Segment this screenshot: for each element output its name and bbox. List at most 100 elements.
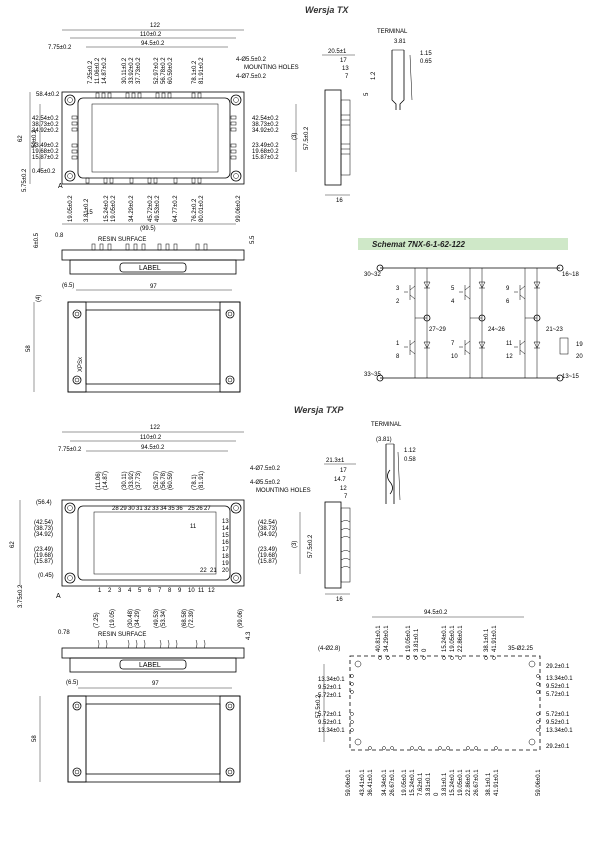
- pcb-right-dim-0: 29.2±0.1: [546, 664, 570, 670]
- txp-pin-top-2: 30: [128, 506, 135, 512]
- tx-side-dim-2: 13: [342, 66, 349, 72]
- txp-pin-right-0: 13: [222, 519, 229, 525]
- tx-bottom-pin-3: 34.29±0.2: [129, 195, 135, 222]
- sch-label-16: 5: [451, 286, 455, 292]
- txp-top-pin-8: (78.1): [192, 474, 198, 490]
- tx-bottom-top: (4): [36, 295, 42, 302]
- txp-pin-bottom-11: 12: [208, 588, 215, 594]
- txp-bottom-pin-0: (7.25): [94, 612, 100, 628]
- txp-pin-bottom-0: 1: [98, 588, 102, 594]
- tx-right-dim-4: 19.68±0.2: [252, 149, 279, 155]
- txp-bottom-pin-8: (99.06): [238, 609, 244, 628]
- pcb-left-dim-4: 9.52±0.1: [318, 720, 342, 726]
- sch-label-15: 3: [396, 286, 400, 292]
- txp-front-dim-1: 4.3: [246, 631, 252, 640]
- pcb-left-dim-3: 5.72±0.1: [318, 712, 342, 718]
- tx-front-resin: RESIN SURFACE: [98, 237, 146, 243]
- pcb-bottom-dim-15: 38.1±0.1: [486, 772, 492, 796]
- tx-front-label: LABEL: [139, 265, 161, 272]
- tx-left-dim-6: 15.87±0.2: [32, 155, 59, 161]
- txp-pin-bottom-5: 6: [148, 588, 152, 594]
- txp-hole-mount-label: MOUNTING HOLES: [256, 488, 311, 494]
- tx-height: 62: [18, 135, 24, 142]
- pcb-left-dim-1: 9.52±0.1: [318, 685, 342, 691]
- txp-bottom-pin-4: (49.53): [154, 609, 160, 628]
- txp-bottom-pin-1: (19.05): [110, 609, 116, 628]
- tx-pitch-width: 94.5±0.2: [141, 41, 165, 47]
- txp-bottom-pin-7: (72.39): [189, 609, 195, 628]
- tx-overall-width: 122: [150, 23, 161, 29]
- sch-label-1: 16~18: [562, 272, 580, 278]
- txp-top-view: 122 110±0.2 94.5±0.2 7.75±0.2 4-Ø7.5±0.2…: [10, 425, 314, 628]
- pcb-top-dim-1: 34.29±0.1: [384, 625, 390, 652]
- tx-right-dim-3: 23.49±0.2: [252, 143, 279, 149]
- txp-right-dim-0: (42.54): [258, 520, 277, 526]
- txp-height: 62: [10, 541, 16, 548]
- txp-top-pin-9: (81.91): [199, 471, 205, 490]
- tx-top-pin-9: 78.1±0.2: [192, 60, 198, 84]
- txp-pin-top-8: 36: [176, 506, 183, 512]
- txp-top-pin-4: (37.73): [136, 471, 142, 490]
- txp-bottom-width: 97: [152, 681, 159, 687]
- pcb-right-dim-1: 13.34±0.1: [546, 676, 573, 682]
- txp-pin-bottom-7: 8: [168, 588, 172, 594]
- pcb-left-dim-2: 5.72±0.1: [318, 693, 342, 699]
- txp-front-view: 0.78 4.3 RESIN SURFACE LABEL: [58, 630, 252, 673]
- txp-overall-width: 122: [150, 425, 161, 431]
- txp-bottom-pin-3: (34.29): [135, 609, 141, 628]
- tx-side-dim-0: 20.5±1: [328, 49, 347, 55]
- txp-pin-top-11: 27: [204, 506, 211, 512]
- txp-side-dim-5: 16: [336, 597, 343, 603]
- sch-label-5: 33~35: [364, 372, 382, 378]
- pcb-bottom-dim-11: 15.24±0.1: [450, 769, 456, 796]
- txp-pin-right-5: 18: [222, 554, 229, 560]
- txp-right-dim-3: (23.49): [258, 547, 277, 553]
- terminal-txp-label: TERMINAL: [371, 422, 402, 428]
- txp-hole-big: 4-Ø7.5±0.2: [250, 466, 281, 472]
- pcb-bottom-dim-7: 7.62±0.1: [418, 772, 424, 796]
- tx-inner-height: 50±0.2: [32, 129, 38, 148]
- txp-label-a: A: [56, 593, 61, 600]
- tx-left-dim-1: 42.54±0.2: [32, 116, 59, 122]
- txp-pin-top-6: 34: [160, 506, 167, 512]
- tx-front-dim-1: 0.8: [55, 233, 64, 239]
- txp-left-dim-5: (19.68): [34, 553, 53, 559]
- tx-front-view: 0.8 6±0.5 5.5 RESIN SURFACE LABEL: [34, 232, 256, 275]
- sch-label-19: 11: [506, 341, 513, 347]
- tx-hole-big: 4-Ø7.5±0.2: [236, 74, 267, 80]
- sch-label-4: 21~23: [546, 327, 564, 333]
- tx-side-dim-4: 16: [336, 198, 343, 204]
- pcb-top-dim-4: 0: [422, 648, 428, 652]
- pcb-top-dim-9: 41.91±0.1: [492, 625, 498, 652]
- terminal-tx-label: TERMINAL: [377, 29, 408, 35]
- txp-left-dim-0: (56.4): [36, 500, 52, 506]
- tx-bottom-pin-2: 19.05±0.2: [111, 195, 117, 222]
- txp-left-offset: 7.75±0.2: [58, 447, 82, 453]
- pcb-bottom-dim-8: 3.81±0.1: [426, 772, 432, 796]
- pcb-right-dim-5: 9.52±0.1: [546, 720, 570, 726]
- txp-pin-right-2: 15: [222, 533, 229, 539]
- txp-pin-right-3: 16: [222, 540, 229, 546]
- txp-side-dim-4: 7: [344, 494, 348, 500]
- txp-left-dim-4: (23.49): [34, 547, 53, 553]
- tx-top-pin-8: 60.59±0.2: [168, 57, 174, 84]
- tx-top-pin-6: 52.97±0.2: [154, 57, 160, 84]
- txp-right-dim-7: (3): [292, 541, 298, 548]
- tx-left-offset: 7.75±0.2: [48, 45, 72, 51]
- pcb-holes: (4-Ø2.8): [318, 646, 340, 652]
- pcb-top-dim-5: 15.24±0.1: [442, 625, 448, 652]
- txp-side-dim-1: 17: [340, 468, 347, 474]
- tx-side-dim-1: 17: [340, 58, 347, 64]
- sch-label-18: 9: [506, 286, 510, 292]
- txp-pitch-width: 94.5±0.2: [141, 445, 165, 451]
- sch-label-13: 10: [451, 354, 458, 360]
- tx-left-dim-3: 34.92±0.2: [32, 128, 59, 134]
- tx-bottom-pin-4: 45.72±0.2: [148, 195, 154, 222]
- tx-top-pin-5: 37.73±0.2: [136, 57, 142, 84]
- tx-hole-mount-label: MOUNTING HOLES: [244, 65, 299, 71]
- sch-label-0: 30~32: [364, 272, 382, 278]
- txp-pin-bottom-9: 10: [188, 588, 195, 594]
- txp-pin-right-6: 19: [222, 561, 229, 567]
- txp-bottom-height: 58: [32, 735, 38, 742]
- tx-bottom-offset: (6.5): [62, 283, 74, 289]
